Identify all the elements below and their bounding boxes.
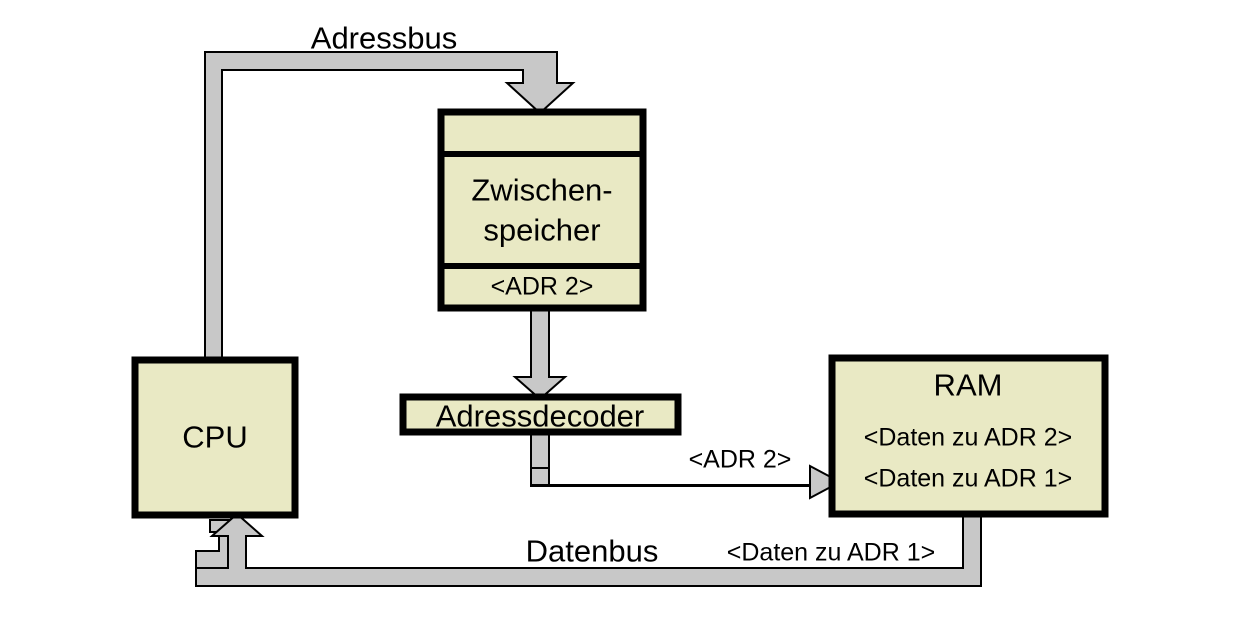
zwischenspeicher-label: Zwischen- speicher bbox=[471, 175, 612, 246]
adressdecoder-label: Adressdecoder bbox=[435, 398, 645, 434]
decoder-to-ram-arrow-shape bbox=[530, 431, 843, 500]
ram-row-0: <Daten zu ADR 2> bbox=[863, 423, 1073, 452]
decoder-to-ram-arrow bbox=[530, 431, 843, 494]
decoder-to-ram-label: <ADR 2> bbox=[688, 445, 792, 474]
zwischenspeicher-box[interactable] bbox=[437, 108, 647, 312]
address-bus-label: Adressbus bbox=[310, 20, 458, 56]
address-bus-arrow bbox=[204, 51, 576, 361]
data-bus-payload-label: <Daten zu ADR 1> bbox=[726, 538, 936, 567]
data-bus-arrow-shape bbox=[195, 512, 982, 587]
zwischenspeicher-to-decoder-arrow bbox=[512, 307, 568, 401]
data-bus-label: Datenbus bbox=[525, 533, 659, 569]
cpu-box[interactable] bbox=[131, 356, 299, 519]
ram-box[interactable] bbox=[828, 354, 1109, 518]
ram-label: RAM bbox=[933, 367, 1003, 403]
zwischenspeicher-label-line1: Zwischen- bbox=[471, 172, 613, 208]
zwischenspeicher-label-line2: speicher bbox=[483, 212, 601, 248]
adressdecoder-box[interactable] bbox=[399, 393, 682, 436]
ram-row-1: <Daten zu ADR 1> bbox=[863, 464, 1073, 493]
cpu-label: CPU bbox=[182, 419, 248, 455]
zwischenspeicher-bottom-slot: <ADR 2> bbox=[490, 272, 594, 301]
